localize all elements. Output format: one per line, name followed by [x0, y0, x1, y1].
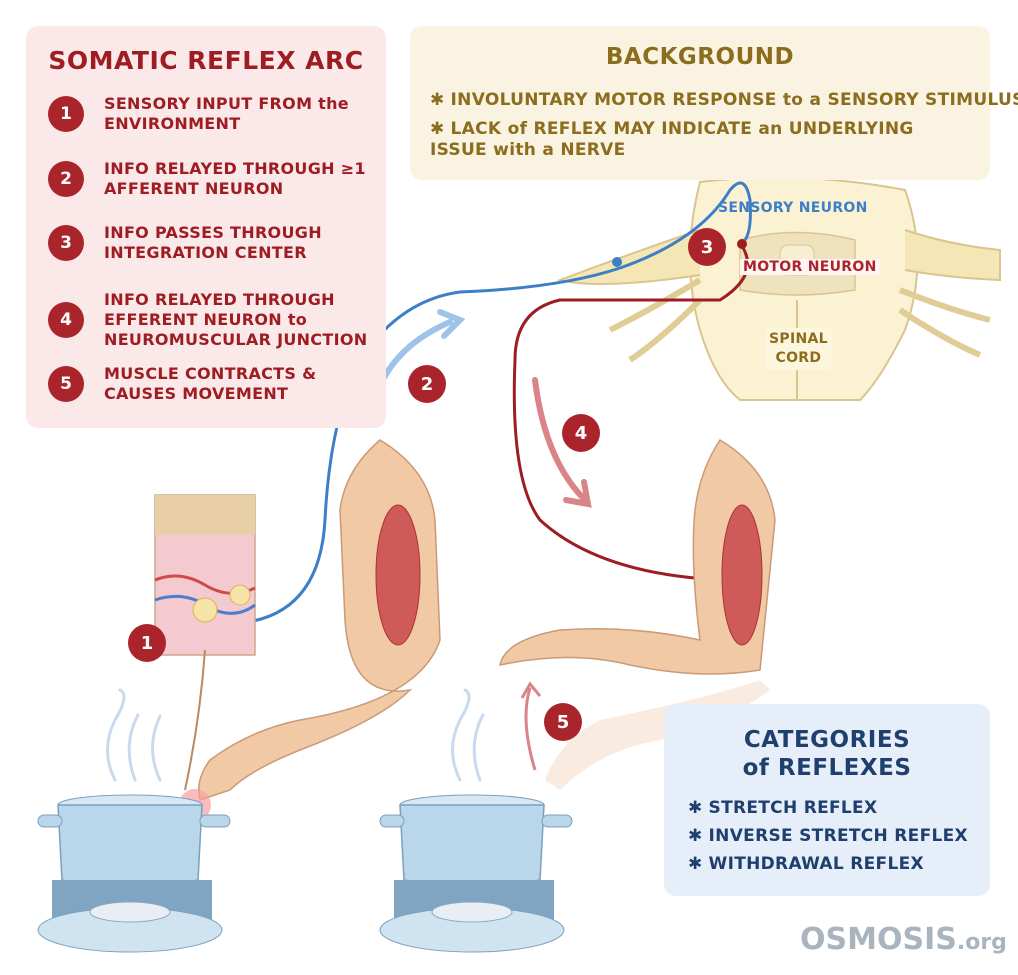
step-text: MUSCLE CONTRACTS & CAUSES MOVEMENT	[104, 364, 317, 403]
step-badge: 4	[48, 302, 84, 338]
pot-right	[379, 794, 573, 953]
marker-3: 3	[688, 228, 726, 266]
step-badge: 5	[48, 366, 84, 402]
category-item: ✱INVERSE STRETCH REFLEX	[688, 826, 968, 846]
step-text: SENSORY INPUT FROM the ENVIRONMENT	[104, 94, 349, 133]
bullet-star-icon: ✱	[688, 826, 703, 846]
step-badge: 2	[48, 161, 84, 197]
marker-5: 5	[544, 703, 582, 741]
marker-1: 1	[128, 624, 166, 662]
categories-panel: CATEGORIES of REFLEXES ✱STRETCH REFLEX ✱…	[664, 704, 990, 896]
bullet-star-icon: ✱	[430, 90, 445, 110]
category-item: ✱STRETCH REFLEX	[688, 798, 878, 818]
marker-2: 2	[408, 365, 446, 403]
background-item: ✱LACK of REFLEX MAY INDICATE an UNDERLYI…	[430, 119, 914, 160]
skin-section-drawing	[154, 494, 256, 656]
step-item: 4 INFO RELAYED THROUGH EFFERENT NEURON t…	[48, 290, 384, 350]
bullet-star-icon: ✱	[688, 854, 703, 874]
categories-title: CATEGORIES of REFLEXES	[742, 727, 912, 781]
background-title: BACKGROUND	[605, 44, 795, 70]
step-text: INFO PASSES THROUGH INTEGRATION CENTER	[104, 223, 322, 262]
osmosis-logo: OSMOSIS.org	[800, 922, 1007, 957]
sensory-neuron-path	[247, 181, 752, 624]
category-item: ✱WITHDRAWAL REFLEX	[688, 854, 924, 874]
background-panel: BACKGROUND ✱INVOLUNTARY MOTOR RESPONSE t…	[410, 26, 1018, 180]
motor-neuron-label: MOTOR NEURON	[740, 259, 880, 275]
motor-neuron-path	[512, 245, 750, 582]
reflex-arc-title: SOMATIC REFLEX ARC	[48, 46, 364, 75]
step-item: 2 INFO RELAYED THROUGH ≥1 AFFERENT NEURO…	[48, 159, 384, 199]
background-item: ✱INVOLUNTARY MOTOR RESPONSE to a SENSORY…	[430, 90, 1018, 110]
sensory-neuron-label: SENSORY NEURON	[718, 200, 868, 216]
reflex-arc-panel: SOMATIC REFLEX ARC 1 SENSORY INPUT FROM …	[26, 26, 386, 428]
step-item: 1 SENSORY INPUT FROM the ENVIRONMENT	[48, 94, 384, 134]
step-item: 3 INFO PASSES THROUGH INTEGRATION CENTER	[48, 223, 384, 263]
step-item: 5 MUSCLE CONTRACTS & CAUSES MOVEMENT	[48, 364, 384, 404]
bullet-star-icon: ✱	[688, 798, 703, 818]
step-badge: 1	[48, 96, 84, 132]
marker-4: 4	[562, 414, 600, 452]
step-text: INFO RELAYED THROUGH ≥1 AFFERENT NEURON	[104, 159, 366, 198]
spinal-cord-label: SPINAL CORD	[765, 328, 832, 370]
bullet-star-icon: ✱	[430, 119, 445, 139]
pot-left	[37, 794, 231, 953]
steam-drawing	[106, 688, 485, 782]
step-text: INFO RELAYED THROUGH EFFERENT NEURON to …	[104, 290, 368, 349]
step-badge: 3	[48, 225, 84, 261]
